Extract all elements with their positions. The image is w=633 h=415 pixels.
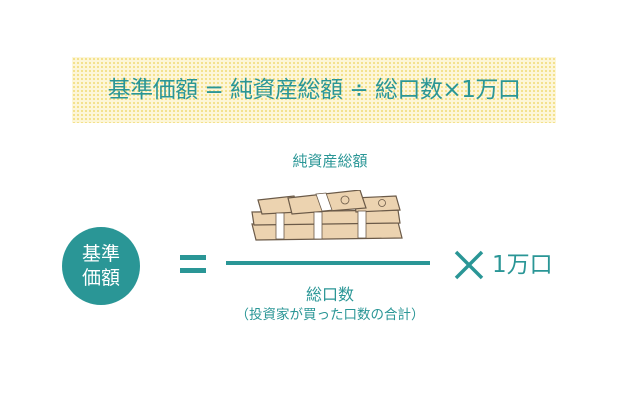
multiply-icon — [454, 250, 484, 280]
numerator-label: 純資産総額 — [292, 152, 368, 170]
nav-label-line2: 価額 — [81, 267, 120, 289]
formula-banner — [72, 57, 556, 123]
fraction-line — [226, 261, 430, 265]
multiplier-label: 1万口 — [492, 252, 553, 278]
money-stack-icon — [251, 190, 403, 241]
denominator-note: （投資家が買った口数の合計） — [235, 307, 425, 323]
denominator-label: 総口数 — [305, 285, 354, 304]
nav-label-line1: 基準 — [81, 243, 120, 265]
nav-circle: 基準 価額 — [62, 227, 140, 305]
formula-text: 基準価額 = 純資産総額 ÷ 総口数×1万口 — [107, 77, 521, 103]
equals-sign — [180, 253, 206, 277]
